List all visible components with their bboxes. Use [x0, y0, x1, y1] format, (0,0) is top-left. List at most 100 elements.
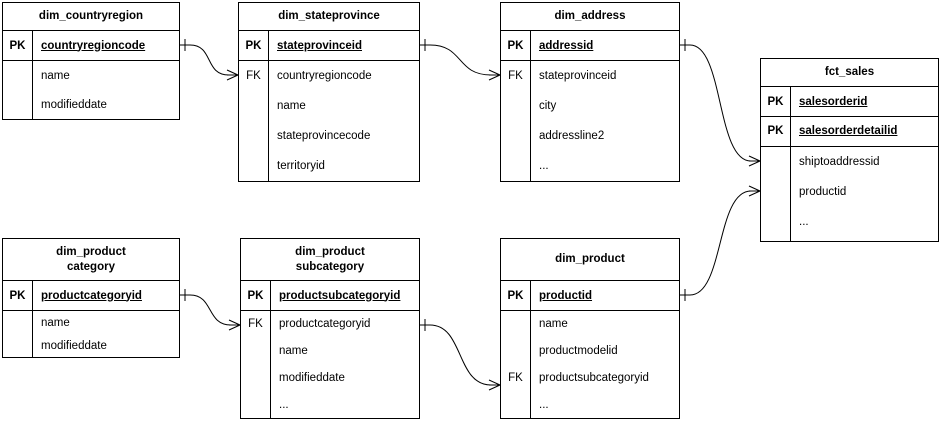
relationship-line-subcategory-to-product [429, 324, 492, 386]
crowsfoot-lower-product-to-fctsales [748, 190, 761, 197]
foreign-key-label: FK [508, 70, 523, 82]
attribute-block: FK name productmodelid productsubcategoryid… [501, 311, 679, 418]
foreign-key-label: FK [246, 70, 261, 82]
primary-key-name: countryregioncode [41, 39, 146, 52]
attribute-name: ... [279, 398, 289, 411]
attribute-name-column: productsubcategoryid [271, 281, 419, 310]
key-label-empty [3, 311, 32, 334]
entity-title: dim_countryregion [3, 3, 179, 31]
entity-title-line: dim_product [295, 245, 365, 258]
key-label-empty [239, 151, 268, 181]
attribute-name: name [539, 318, 568, 331]
primary-key-name: salesorderid [799, 95, 868, 108]
attribute-name-column: name modifieddate [33, 311, 179, 357]
row-divider [761, 116, 790, 117]
key-label: PK [767, 95, 784, 108]
entity-title-line: category [67, 260, 115, 273]
attribute-name: countryregioncode [277, 70, 372, 82]
primary-key-name: addressid [539, 39, 594, 52]
attribute-name: modifieddate [279, 371, 345, 384]
crowsfoot-lower-address-to-fctsales [748, 160, 761, 167]
attribute-name-column: stateprovinceid [269, 31, 419, 60]
entity-title-line: dim_product [555, 253, 625, 265]
attribute-name: name [279, 345, 308, 358]
attribute-block: FK stateprovinceid city addressline2... [501, 61, 679, 181]
entity-title: dim_stateprovince [239, 3, 419, 31]
attribute-name: addressline2 [539, 130, 605, 142]
key-label-empty [241, 338, 270, 365]
primary-key-name: stateprovinceid [277, 39, 362, 52]
attribute-name: stateprovinceid [539, 70, 617, 82]
foreign-key-label: FK [248, 318, 263, 331]
key-label-column: FK [241, 311, 271, 418]
key-label-empty [501, 338, 530, 365]
attribute-name-column: addressid [531, 31, 679, 60]
crowsfoot-upper-stateprovince-to-address [488, 69, 501, 76]
attribute-name: productsubcategoryid [539, 371, 649, 384]
entity-title-line: dim_product [56, 245, 126, 258]
primary-key-name: productsubcategoryid [279, 289, 401, 302]
attribute-name: name [41, 69, 70, 82]
attribute-name: productmodelid [539, 345, 618, 358]
attribute-name: shiptoaddressid [799, 156, 880, 168]
key-label-column: FK [239, 61, 269, 181]
key-label-column [761, 147, 791, 241]
attribute-name: city [539, 100, 557, 112]
key-label-empty [239, 121, 268, 151]
key-label-empty [241, 391, 270, 418]
attribute-name-column: countryregioncode [33, 31, 179, 60]
key-label-empty [501, 391, 530, 418]
attribute-name-column: stateprovinceid city addressline2... [531, 61, 679, 181]
attribute-name: name [41, 316, 70, 329]
key-label-column [3, 61, 33, 119]
key-label-column: PK PK [761, 87, 791, 146]
entity-title: dim_product category [3, 239, 179, 281]
key-label: PK [767, 125, 784, 138]
crowsfoot-lower-stateprovince-to-address [488, 74, 501, 81]
crowsfoot-upper-product-to-fctsales [748, 185, 761, 192]
filler [791, 237, 938, 241]
key-label-empty [3, 334, 32, 357]
crowsfoot-upper-address-to-fctsales [748, 155, 761, 162]
relationship-line-product-to-fctsales [689, 190, 752, 296]
key-label-column: PK [3, 281, 33, 310]
attribute-name: modifieddate [41, 339, 107, 352]
key-label: PK [9, 289, 26, 302]
entity-title-line: subcategory [295, 260, 365, 273]
key-label-empty [761, 147, 790, 177]
primary-key-name: productcategoryid [41, 289, 142, 302]
key-label: PK [9, 39, 26, 52]
entity-title: fct_sales [761, 59, 938, 87]
attribute-name: productid [799, 186, 847, 198]
filler [761, 237, 790, 241]
attribute-name: stateprovincecode [277, 130, 371, 142]
attribute-name: ... [539, 160, 549, 172]
entity-title-line: dim_countryregion [38, 10, 144, 22]
foreign-key-label: FK [508, 371, 523, 384]
attribute-name: territoryid [277, 160, 325, 172]
primary-key-name: productid [539, 289, 593, 302]
entity-title: dim_product [501, 239, 679, 281]
crowsfoot-upper-productcategory-to-subcategory [228, 319, 241, 326]
